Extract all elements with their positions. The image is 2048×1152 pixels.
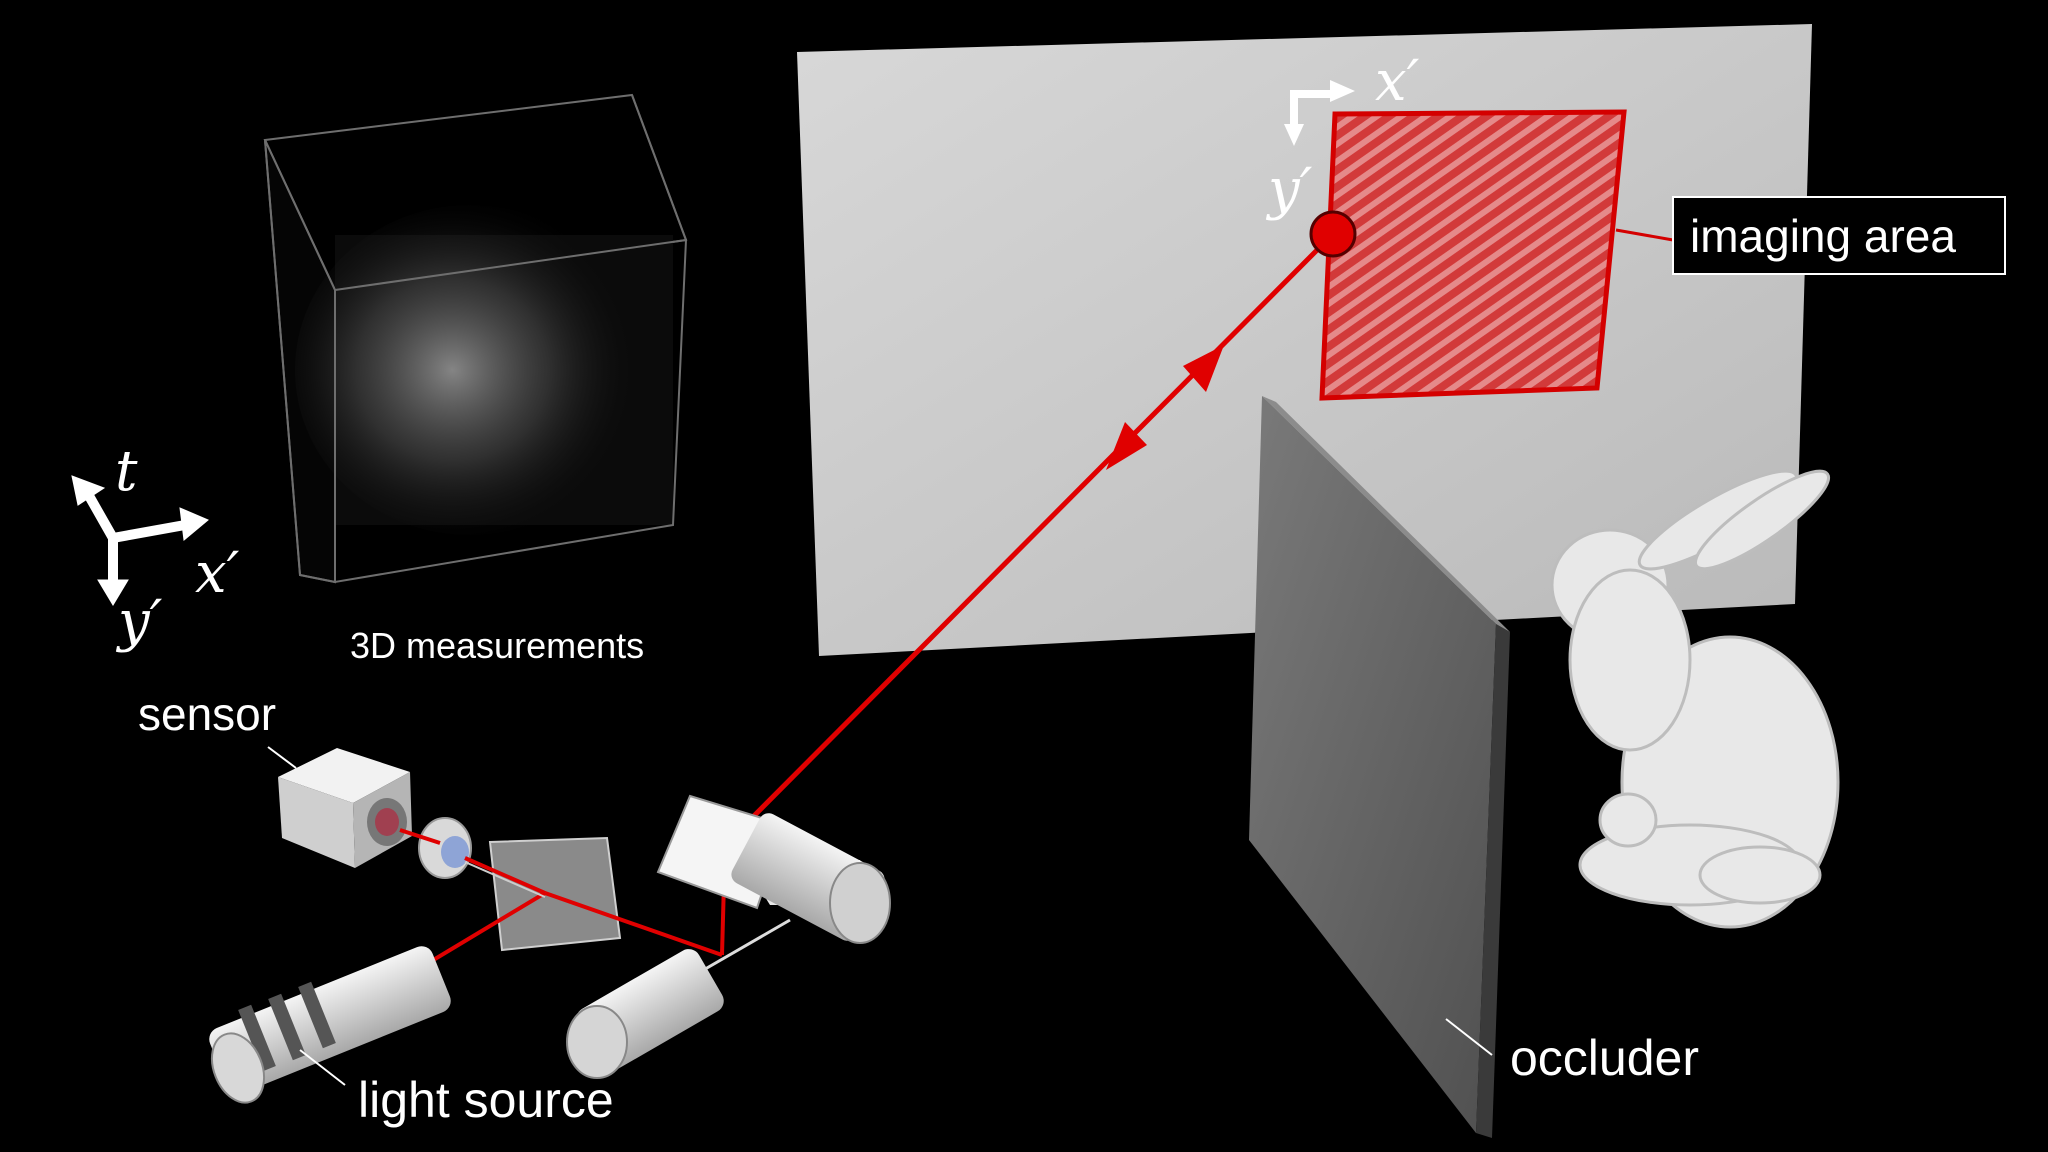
beam-splitter [488, 836, 622, 952]
imaging-area-label: imaging area [1690, 210, 1956, 262]
fiber-module [566, 918, 791, 1079]
arrow-up-icon [1183, 345, 1224, 392]
axis-arrows-icon [1284, 80, 1355, 146]
occluder-pointer [1445, 1018, 1493, 1056]
galvo-mirror [656, 794, 891, 944]
axis-t: t [115, 439, 138, 504]
light-source-label: light source [358, 1072, 614, 1128]
occluder: occluder [1249, 396, 1699, 1138]
axis-arrows-icon [71, 475, 209, 606]
measurements-volume: 3D measurements [263, 93, 688, 666]
axis-y: y′ [115, 589, 163, 654]
imaging-area-callout: imaging area [1615, 196, 2006, 275]
occluder-label: occluder [1510, 1030, 1699, 1086]
optics-beams [428, 844, 727, 964]
light-source: light source [209, 946, 614, 1128]
arrow-down-icon [1106, 422, 1147, 470]
wall-axis-x: x′ [1375, 49, 1420, 114]
wall-axes: x′ y′ [1265, 49, 1420, 222]
axis-x: x′ [195, 541, 240, 606]
laser-icon [209, 946, 451, 1104]
measurement-axes: t x′ y′ [71, 439, 240, 654]
wall-axis-y: y′ [1265, 157, 1313, 222]
imaging-area [1319, 109, 1627, 401]
bunny-icon [1550, 469, 1840, 929]
sensor: sensor [138, 688, 472, 879]
laser-spot [1309, 210, 1357, 258]
measurements-label: 3D measurements [350, 625, 644, 666]
laser-path [723, 210, 1357, 847]
sensor-label: sensor [138, 688, 276, 740]
camera-icon [278, 748, 472, 879]
